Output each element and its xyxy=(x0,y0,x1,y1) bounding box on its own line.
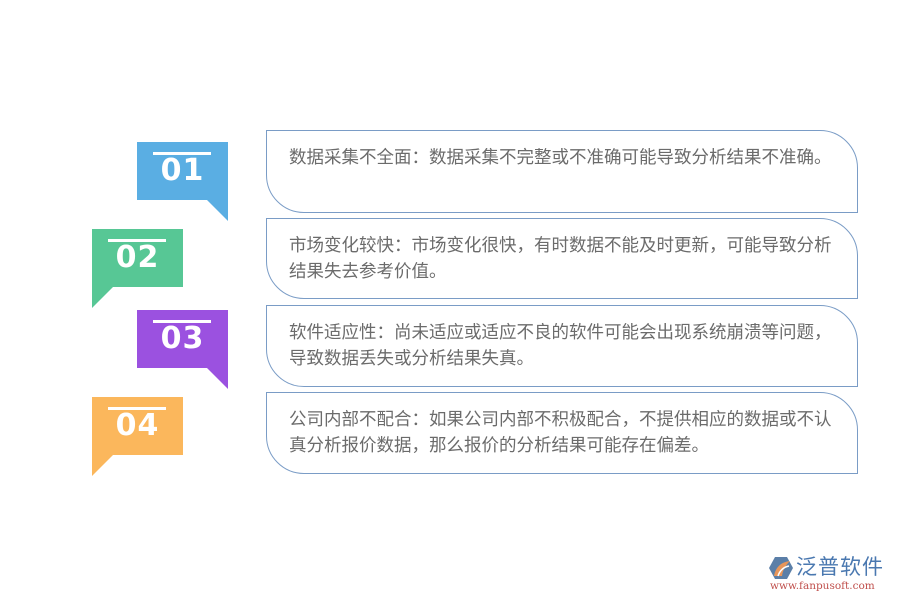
tag-bar xyxy=(153,152,211,155)
item-box-04: 公司内部不配合：如果公司内部不积极配合，不提供相应的数据或不认真分析报价数据，那… xyxy=(266,392,858,474)
number-tag-04: 04 xyxy=(92,397,183,476)
tag-bar xyxy=(153,320,211,323)
item-box-02: 市场变化较快：市场变化很快，有时数据不能及时更新，可能导致分析结果失去参考价值。 xyxy=(266,218,858,299)
tag-bar xyxy=(108,407,166,410)
item-text: 数据采集不全面：数据采集不完整或不准确可能导致分析结果不准确。 xyxy=(289,148,832,168)
item-text: 软件适应性：尚未适应或适应不良的软件可能会出现系统崩溃等问题，导致数据丢失或分析… xyxy=(289,323,832,369)
number-tag-03: 03 xyxy=(137,310,228,389)
speech-tail xyxy=(206,199,228,221)
speech-tail xyxy=(206,367,228,389)
tag-bar xyxy=(108,239,166,242)
tag-number: 04 xyxy=(115,408,160,443)
speech-tail xyxy=(92,454,114,476)
item-box-01: 数据采集不全面：数据采集不完整或不准确可能导致分析结果不准确。 xyxy=(266,130,858,213)
tag-number: 03 xyxy=(160,321,205,356)
item-text: 公司内部不配合：如果公司内部不积极配合，不提供相应的数据或不认真分析报价数据，那… xyxy=(289,410,832,456)
logo-mark-icon xyxy=(769,557,793,579)
tag-number: 01 xyxy=(160,153,205,188)
number-tag-01: 01 xyxy=(137,142,228,221)
number-tag-02: 02 xyxy=(92,229,183,308)
logo-name: 泛普软件 xyxy=(796,555,884,579)
item-text: 市场变化较快：市场变化很快，有时数据不能及时更新，可能导致分析结果失去参考价值。 xyxy=(289,236,832,282)
speech-tail xyxy=(92,286,114,308)
logo-url: www.fanpusoft.com xyxy=(770,580,875,592)
brand-logo: 泛普软件 www.fanpusoft.com xyxy=(768,554,893,594)
item-box-03: 软件适应性：尚未适应或适应不良的软件可能会出现系统崩溃等问题，导致数据丢失或分析… xyxy=(266,305,858,387)
tag-number: 02 xyxy=(115,240,160,275)
